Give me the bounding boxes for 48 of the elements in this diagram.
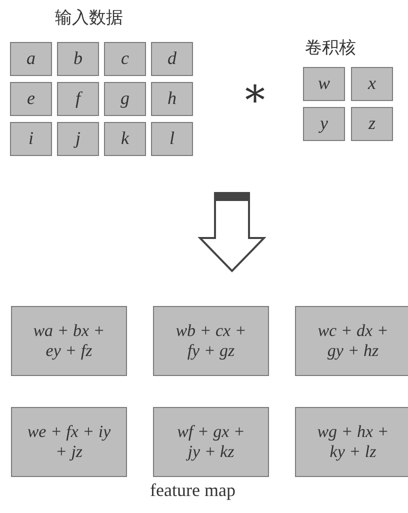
cell-text: we + fx + iy + jz (27, 422, 111, 462)
grid-cell (151, 122, 193, 156)
cell-text: b (74, 48, 82, 70)
cell-text: l (169, 128, 174, 150)
cell-text: wc + dx + gy + hz (316, 320, 390, 362)
cell-text: x (368, 73, 376, 95)
kernel-title: 卷积核 (305, 37, 356, 59)
grid-cell (57, 42, 99, 76)
grid-cell (151, 42, 193, 76)
cell-text: wb + cx + fy + gz (174, 320, 248, 362)
feature-map-cell (11, 306, 127, 376)
feature-map-cell (295, 407, 408, 477)
cell-text: w (318, 73, 330, 95)
cell-text: a (26, 48, 36, 70)
grid-cell (10, 122, 52, 156)
cell-text: k (121, 128, 129, 150)
feature-map-cell (153, 407, 269, 477)
cell-text: i (28, 128, 34, 150)
kernel-cell (303, 107, 345, 141)
kernel-cell (351, 107, 393, 141)
cell-text: c (121, 48, 129, 70)
cell-text: j (75, 128, 80, 150)
convolution-operator: * (245, 78, 265, 124)
feature-map-caption: feature map (150, 480, 236, 501)
grid-cell (10, 82, 52, 116)
feature-map-cell (153, 306, 269, 376)
grid-cell (104, 122, 146, 156)
grid-cell (10, 42, 52, 76)
cell-text: d (168, 48, 176, 70)
cell-text: wa + bx + ey + fz (32, 320, 106, 362)
kernel-cell (303, 67, 345, 101)
grid-cell (151, 82, 193, 116)
cell-text: f (75, 88, 80, 110)
cell-text: z (368, 113, 376, 135)
cell-text: e (27, 88, 35, 110)
cell-text: wg + hx + ky + lz (316, 422, 390, 462)
grid-cell (104, 42, 146, 76)
feature-map-cell (295, 306, 408, 376)
cell-text: g (120, 88, 130, 110)
cell-text: h (168, 88, 176, 110)
cell-text: wf + gx + jy + kz (176, 422, 246, 462)
grid-cell (104, 82, 146, 116)
kernel-cell (351, 67, 393, 101)
feature-map-cell (11, 407, 127, 477)
grid-cell (57, 82, 99, 116)
grid-cell (57, 122, 99, 156)
input-data-title: 输入数据 (55, 7, 123, 29)
cell-text: y (320, 113, 328, 135)
